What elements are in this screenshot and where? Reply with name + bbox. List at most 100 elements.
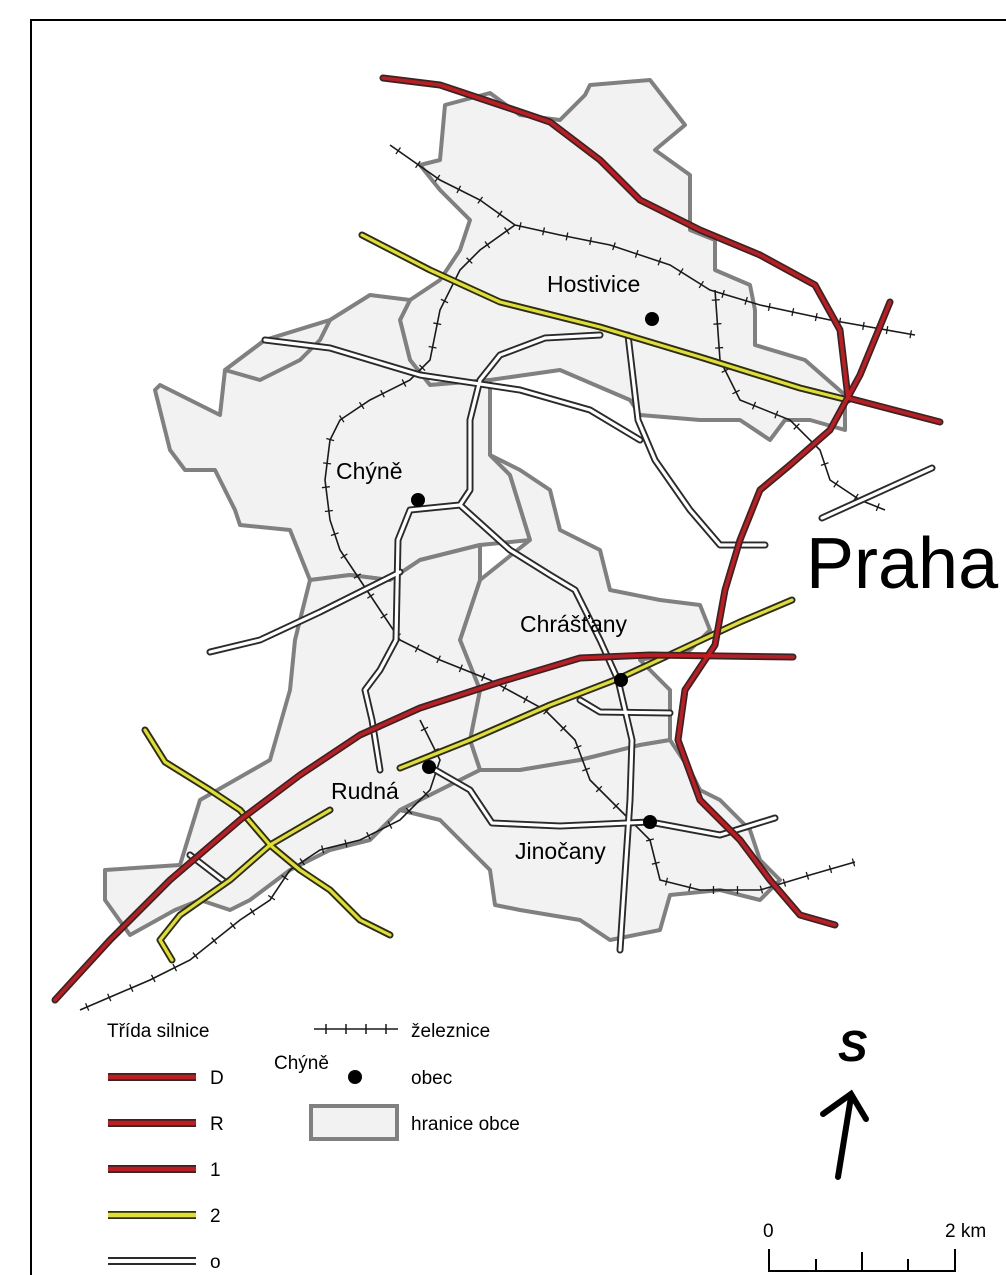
- railway-tick: [229, 922, 236, 930]
- railway-tick: [338, 415, 345, 423]
- municipality-point-rudna: [422, 760, 436, 774]
- railway-tick: [502, 684, 508, 692]
- railway-tick: [321, 845, 325, 854]
- legend-label-o: o: [210, 1252, 221, 1273]
- railway-tick: [573, 745, 582, 750]
- railway-tick: [458, 664, 463, 673]
- railway-tick: [711, 299, 720, 301]
- legend-municipality-point: [348, 1070, 362, 1084]
- railway-tick: [664, 877, 669, 886]
- railway-tick: [732, 389, 740, 395]
- railway-tick: [405, 807, 413, 815]
- legend-title: Třída silnice: [107, 1021, 209, 1042]
- north-arrow-icon: [820, 1089, 869, 1180]
- railway-tick: [759, 885, 764, 894]
- scale-bar-end-label: 2 km: [945, 1221, 986, 1242]
- railway-tick: [323, 462, 332, 465]
- municipality-point-hostivice: [645, 312, 659, 326]
- railway-tick: [428, 345, 437, 349]
- legend-item-o: o: [108, 1252, 221, 1273]
- railway-tick: [885, 326, 889, 335]
- railway-tick: [698, 280, 704, 289]
- railway-tick: [477, 196, 484, 204]
- railway-tick: [612, 802, 620, 810]
- railway-tick: [875, 503, 880, 512]
- legend-label-1: 1: [210, 1160, 221, 1181]
- railway-tick: [367, 593, 375, 599]
- legend-label-railway: železnice: [411, 1021, 490, 1042]
- railway-tick: [380, 613, 388, 619]
- railway-tick: [418, 364, 426, 372]
- railway-line-north: [389, 144, 916, 336]
- railway-tick: [466, 257, 473, 264]
- railway-tick: [774, 410, 779, 419]
- railway-tick: [612, 242, 616, 251]
- railway-tick: [401, 379, 407, 387]
- railway-tick: [828, 865, 833, 874]
- municipality-labels: Hostivice Chýně Chrášťany Rudná Jinočany: [331, 271, 640, 864]
- scale-bar: [768, 1249, 956, 1272]
- railway-tick: [688, 883, 692, 892]
- railway-tick: [321, 486, 330, 489]
- railway-tick: [862, 321, 865, 330]
- railway-tick: [496, 210, 503, 218]
- municipality-areas: [103, 78, 847, 942]
- municipality-point-chyne: [411, 493, 425, 507]
- railway-tick: [129, 984, 134, 992]
- roads-class-o: [186, 331, 936, 954]
- railway-tick: [192, 952, 199, 960]
- railway-line-main: [324, 224, 856, 891]
- legend-item-1: 1: [108, 1160, 221, 1181]
- railway-tick: [721, 289, 725, 298]
- legend-municipality-example: Chýně: [274, 1053, 329, 1074]
- scale-bar-start-label: 0: [763, 1221, 774, 1242]
- railway-tick: [484, 241, 491, 249]
- railway-tick: [645, 838, 654, 842]
- legend: Třída silnice D R 1 2 o: [107, 1021, 520, 1273]
- railway-tick: [326, 437, 335, 442]
- railway-tick: [433, 322, 442, 326]
- railway-tick: [715, 346, 724, 349]
- railway-tick: [324, 509, 333, 513]
- railway-tick: [366, 831, 371, 840]
- region-label-praha: Praha: [806, 524, 999, 604]
- railway-tick: [281, 874, 289, 881]
- railway-tick: [713, 322, 722, 325]
- railway-tick: [414, 644, 420, 653]
- roads-class-red: [51, 74, 944, 1004]
- railway-tick: [909, 330, 913, 339]
- railway-tick: [565, 232, 569, 241]
- railway-tick: [358, 401, 365, 410]
- railway-tick: [353, 573, 362, 579]
- legend-item-r: R: [108, 1114, 224, 1135]
- railway-tick: [833, 480, 839, 488]
- railway-tick: [440, 298, 449, 304]
- railway-tick: [805, 871, 810, 880]
- railway-tick: [560, 725, 567, 732]
- railway-tick: [751, 401, 757, 410]
- north-arrow: S: [820, 1022, 869, 1180]
- municipality-point-jinocany: [643, 815, 657, 829]
- railway-tick: [107, 993, 112, 1002]
- legend-item-d: D: [108, 1068, 224, 1089]
- railway-tick: [84, 1002, 90, 1011]
- railway-tick: [851, 858, 856, 867]
- railway-tick: [456, 185, 462, 194]
- railway-tick: [589, 237, 592, 246]
- legend-label-d: D: [210, 1068, 224, 1089]
- railway-tick: [395, 147, 402, 155]
- municipality-point-chrastany: [614, 673, 628, 687]
- railway-tick: [387, 821, 393, 829]
- railway-tick: [791, 307, 795, 317]
- railway-tick: [518, 222, 522, 231]
- label-hostivice: Hostivice: [547, 271, 640, 297]
- railway-tick: [436, 655, 441, 664]
- legend-label-boundary: hranice obce: [411, 1114, 520, 1135]
- railway-tick: [481, 673, 486, 682]
- railway-tick: [415, 160, 421, 169]
- railway-tick: [793, 423, 800, 430]
- legend-item-railway: [314, 1024, 398, 1034]
- railway-tick: [211, 937, 218, 945]
- railway-tick: [582, 767, 591, 772]
